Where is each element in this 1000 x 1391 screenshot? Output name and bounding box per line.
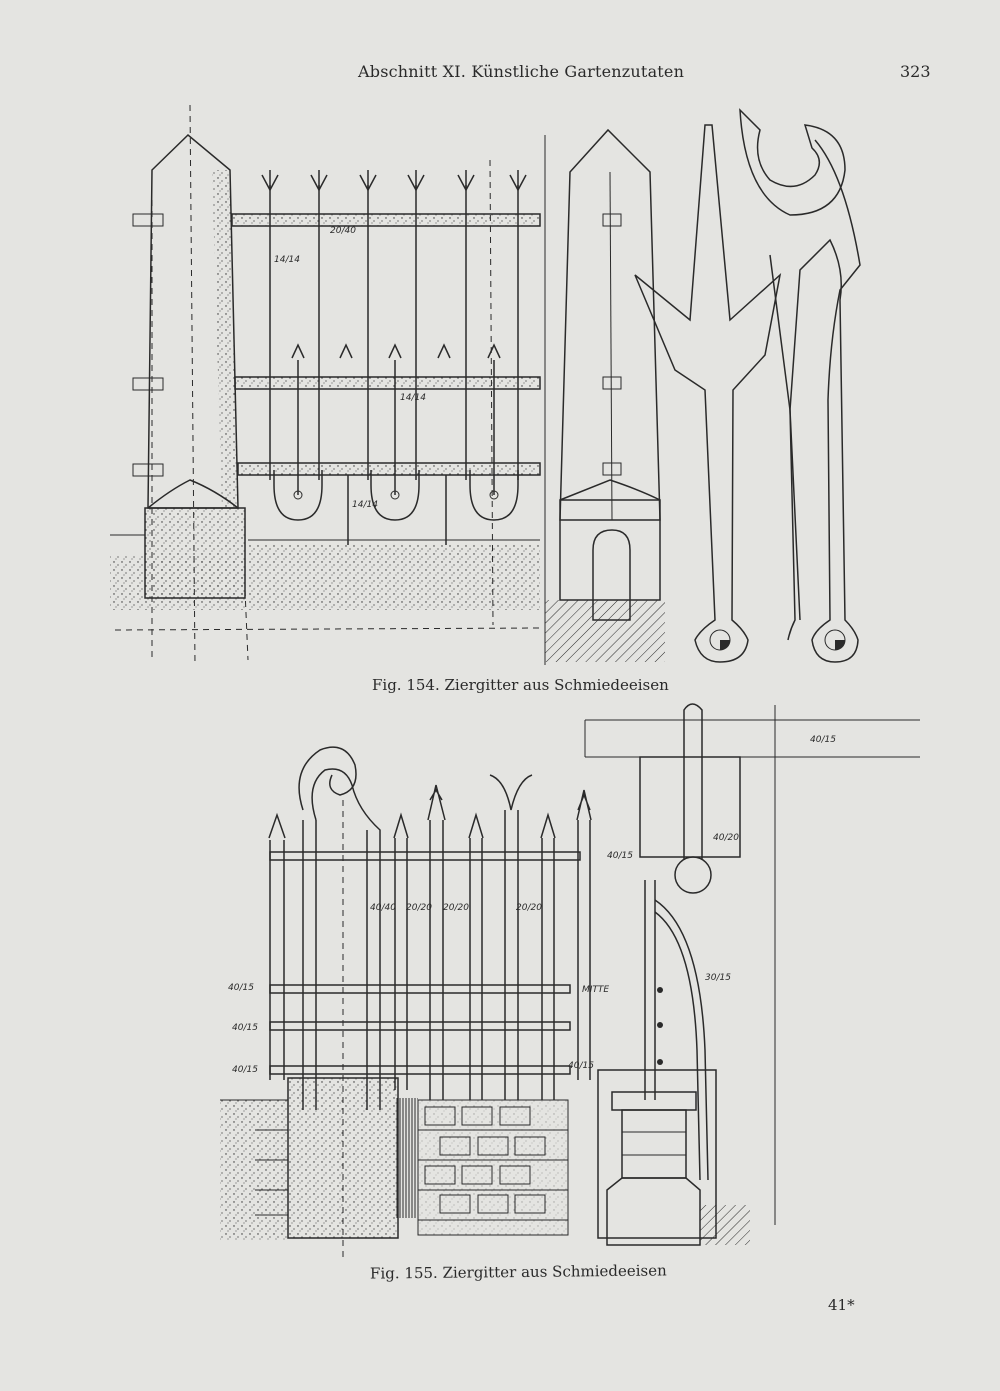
fig155-dim-bar-2: 20/20: [443, 903, 469, 913]
figure-155-drawing: 40/15 40/20: [220, 703, 920, 1260]
fig154-detail-tips: [634, 108, 861, 663]
fig155-dim-bar-big: 40/40: [370, 903, 396, 913]
fig155-mitte-label: MITTE: [582, 985, 609, 995]
fig155-dim-brace: 30/15: [705, 973, 731, 983]
fig154-dim-bar-low: 14/14: [352, 500, 378, 510]
fig154-tall-bars: [261, 170, 527, 545]
fig155-caption: Fig. 155. Ziergitter aus Schmiedeeisen: [369, 1261, 667, 1283]
fig155-dim-bar-1: 20/20: [406, 903, 432, 913]
fig155-brick-wall: [417, 1099, 569, 1236]
fig154-dim-bar: 14/14: [274, 255, 300, 265]
fig154-post-section: [544, 128, 665, 665]
fig154-dim-bar-mid: 14/14: [400, 393, 426, 403]
fig155-dim-rail-3: 40/15: [232, 1065, 258, 1075]
fig154-dim-rail: 20/40: [330, 226, 356, 236]
fig155-bars: [268, 746, 592, 1110]
fig155-dim-rail-1: 40/15: [228, 983, 254, 993]
fig154-caption: Fig. 154. Ziergitter aus Schmiedeeisen: [372, 676, 669, 694]
fig155-dim-rail-2: 40/15: [232, 1023, 258, 1033]
fig155-dim-post: 40/20: [713, 833, 739, 843]
running-title: Abschnitt XI. Künstliche Gartenzutaten: [358, 62, 685, 81]
fig155-dim-beam: 40/15: [810, 735, 836, 745]
fig154-loop-bars: [273, 343, 519, 521]
page-number: 323: [900, 62, 931, 81]
fig155-side-section: [597, 880, 750, 1246]
fig155-dim-top-rail: 40/15: [607, 851, 633, 861]
sheet-signature: 41*: [828, 1296, 855, 1314]
fig155-dim-bar-3: 20/20: [516, 903, 542, 913]
fig155-dim-low-rail: 40/15: [568, 1061, 594, 1071]
figure-154-drawing: 20/40 14/14 14/14 14/14: [110, 104, 861, 666]
